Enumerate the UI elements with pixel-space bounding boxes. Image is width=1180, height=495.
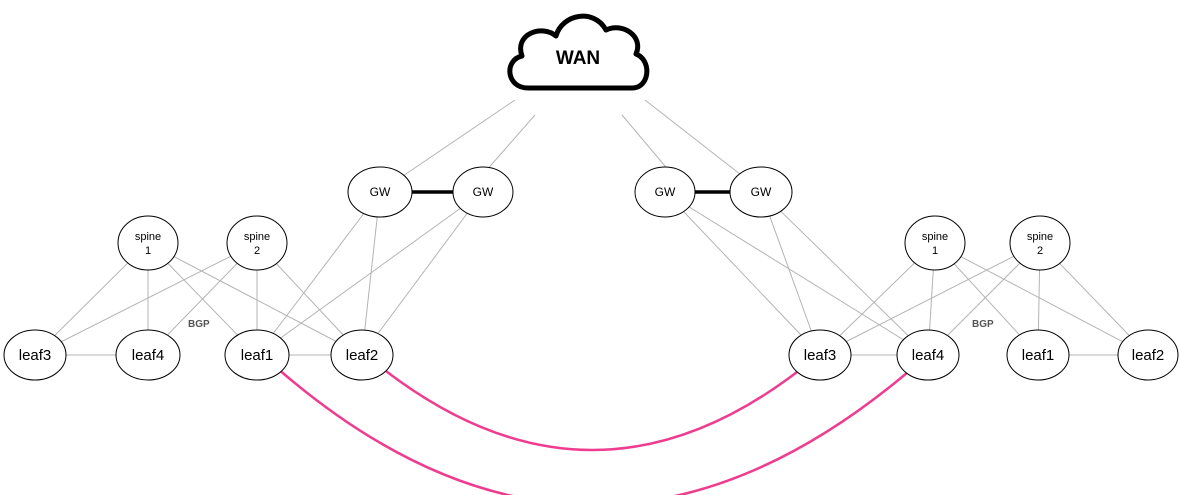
gw-leaf-link bbox=[760, 191, 821, 356]
cloud-icon bbox=[507, 13, 650, 91]
bgp-label: BGP bbox=[972, 319, 994, 330]
gw-leaf-link bbox=[361, 191, 381, 356]
gw-leaf-link bbox=[256, 191, 381, 356]
gw-leaf-link bbox=[256, 191, 484, 356]
spine-label: spine bbox=[244, 231, 270, 243]
gw-label: GW bbox=[751, 185, 772, 199]
spine-number: 1 bbox=[145, 245, 151, 257]
fabric-link bbox=[819, 242, 1041, 356]
bgp-label: BGP bbox=[188, 319, 210, 330]
leaf-label: leaf2 bbox=[346, 347, 379, 364]
wan-link bbox=[396, 99, 516, 181]
leaf-label: leaf3 bbox=[804, 347, 837, 364]
inter-dc-link-leaf2-leaf3 bbox=[381, 367, 798, 452]
spine-node[interactable]: spine 2 bbox=[1009, 215, 1071, 271]
fabric-link bbox=[34, 242, 258, 356]
leaf-label: leaf4 bbox=[912, 347, 945, 364]
leaf-label: leaf1 bbox=[1022, 347, 1055, 364]
leaf-node[interactable]: leaf3 bbox=[3, 329, 67, 381]
gw-leaf-link bbox=[760, 191, 929, 356]
spine-node[interactable]: spine 2 bbox=[226, 215, 288, 271]
gw-node[interactable]: GW bbox=[634, 166, 696, 218]
gw-leaf-link bbox=[664, 191, 821, 356]
leaf-node[interactable]: leaf4 bbox=[896, 329, 960, 381]
spine-label: spine bbox=[922, 231, 948, 243]
leaf-label: leaf4 bbox=[132, 347, 165, 364]
spine-number: 2 bbox=[254, 245, 260, 257]
fabric-link bbox=[934, 242, 1149, 356]
wan-links bbox=[396, 99, 746, 181]
wan-label: WAN bbox=[556, 48, 600, 69]
leaf-node[interactable]: leaf2 bbox=[1117, 329, 1179, 381]
fabric-link bbox=[147, 242, 363, 356]
spine-label: spine bbox=[1027, 231, 1053, 243]
gw-leaf-link bbox=[361, 191, 484, 356]
leaf-label: leaf2 bbox=[1132, 347, 1165, 364]
inter-dc-link-leaf1-leaf4 bbox=[276, 367, 909, 495]
gw-node[interactable]: GW bbox=[347, 166, 413, 218]
spine-node[interactable]: spine 1 bbox=[117, 215, 179, 271]
right-fabric: GW GW spine 1 spine 2 BGP leaf3 leaf4 le… bbox=[634, 166, 1179, 381]
leaf-node[interactable]: leaf1 bbox=[1006, 329, 1070, 381]
wan-link bbox=[644, 99, 746, 179]
leaf-node[interactable]: leaf4 bbox=[115, 329, 181, 381]
spine-node[interactable]: spine 1 bbox=[904, 215, 966, 271]
gw-label: GW bbox=[655, 185, 676, 199]
wan-link bbox=[484, 114, 536, 173]
right-fabric-links bbox=[664, 191, 1149, 356]
spine-label: spine bbox=[135, 231, 161, 243]
gw-leaf-link bbox=[664, 191, 929, 356]
wan-cloud: WAN bbox=[507, 13, 650, 91]
leaf-label: leaf3 bbox=[19, 347, 52, 364]
wan-link bbox=[621, 114, 671, 173]
gw-node[interactable]: GW bbox=[729, 166, 793, 218]
gw-label: GW bbox=[473, 185, 494, 199]
gw-label: GW bbox=[370, 185, 391, 199]
leaf-label: leaf1 bbox=[241, 347, 274, 364]
spine-number: 1 bbox=[932, 245, 938, 257]
left-fabric: GW GW spine 1 spine 2 BGP leaf3 leaf4 le… bbox=[3, 166, 514, 381]
leaf-node[interactable]: leaf3 bbox=[788, 329, 852, 381]
left-fabric-links bbox=[34, 191, 484, 356]
leaf-node[interactable]: leaf2 bbox=[330, 329, 394, 381]
spine-number: 2 bbox=[1037, 245, 1043, 257]
gw-node[interactable]: GW bbox=[452, 166, 514, 218]
leaf-node[interactable]: leaf1 bbox=[224, 329, 290, 381]
